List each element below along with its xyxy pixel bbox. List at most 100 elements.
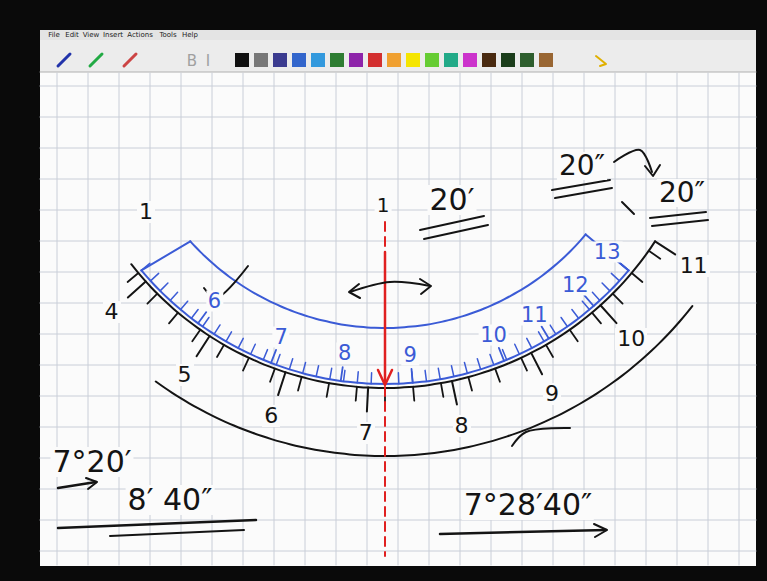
color-swatch bbox=[482, 53, 496, 67]
main-tick bbox=[128, 273, 139, 282]
menu-text: B bbox=[185, 54, 199, 69]
grid-line bbox=[336, 73, 337, 565]
main-tick bbox=[600, 305, 616, 323]
arrowhead bbox=[594, 524, 607, 537]
scale-number: 4 bbox=[103, 301, 121, 323]
vernier-number: 12 bbox=[560, 274, 591, 295]
underline bbox=[555, 188, 612, 198]
vernier-number: 13 bbox=[592, 242, 623, 263]
grid-line bbox=[305, 73, 306, 565]
main-tick bbox=[495, 369, 500, 382]
main-tick bbox=[632, 273, 643, 282]
index-line bbox=[384, 222, 386, 556]
main-tick bbox=[531, 353, 542, 374]
index-arrow bbox=[384, 252, 387, 384]
vernier-tick bbox=[602, 283, 610, 291]
underline bbox=[58, 520, 256, 528]
grid-line bbox=[40, 334, 756, 335]
vernier-tick bbox=[251, 344, 256, 354]
grid-line bbox=[243, 73, 244, 565]
page-area bbox=[40, 30, 756, 566]
vernier-tick bbox=[181, 301, 188, 309]
vernier-outer-arc bbox=[190, 234, 585, 328]
vernier-number: 9 bbox=[402, 344, 419, 365]
vernier-tick bbox=[370, 373, 372, 384]
pen-icon bbox=[90, 54, 102, 66]
vernier-tick bbox=[160, 283, 168, 291]
color-swatch bbox=[425, 53, 439, 67]
grid-line bbox=[40, 179, 756, 180]
vernier-tick bbox=[343, 370, 344, 381]
color-swatch bbox=[463, 53, 477, 67]
color-swatch bbox=[520, 53, 534, 67]
handwritten-note: 7°20′ bbox=[50, 447, 133, 477]
vernier-number: 10 bbox=[478, 324, 509, 345]
vernier-tick bbox=[303, 363, 306, 374]
color-swatch bbox=[311, 53, 325, 67]
vernier-tick bbox=[527, 338, 532, 348]
grid-line bbox=[57, 73, 58, 565]
vernier-tick bbox=[425, 370, 426, 381]
grid-line bbox=[274, 73, 275, 565]
vernier-tick bbox=[141, 263, 149, 270]
grid-line bbox=[40, 148, 756, 149]
color-swatch bbox=[349, 53, 363, 67]
grid-line bbox=[40, 365, 756, 366]
vernier-end bbox=[141, 241, 190, 270]
vernier-tick bbox=[238, 338, 243, 348]
vernier-tick bbox=[499, 348, 504, 361]
grid-line bbox=[40, 117, 756, 118]
vernier-number: 11 bbox=[519, 304, 550, 325]
menu-text: Actions bbox=[125, 32, 155, 39]
handwritten-note: 8′ 40″ bbox=[126, 485, 215, 515]
menu-text: File bbox=[46, 32, 62, 39]
main-tick bbox=[169, 313, 178, 324]
color-swatch bbox=[254, 53, 268, 67]
main-tick bbox=[468, 377, 472, 391]
scale-number: 10 bbox=[615, 328, 647, 350]
scale-number: 9 bbox=[543, 383, 561, 405]
handwritten-note: 20″ bbox=[657, 179, 707, 207]
toolbar-border bbox=[40, 72, 756, 73]
main-tick bbox=[546, 345, 553, 357]
grid-line bbox=[88, 73, 89, 565]
underline bbox=[110, 530, 244, 536]
vernier-tick bbox=[572, 310, 579, 319]
vernier-tick bbox=[451, 366, 453, 377]
eraser-icon bbox=[124, 54, 136, 66]
vernier-tick bbox=[398, 373, 400, 384]
scale-number: 5 bbox=[176, 364, 194, 386]
grid-line bbox=[40, 427, 756, 428]
grid-line bbox=[40, 272, 756, 273]
menu-text: Edit bbox=[63, 32, 81, 39]
grid-line bbox=[40, 551, 756, 552]
menu-text: Insert bbox=[101, 32, 125, 39]
underline-arrow bbox=[440, 530, 606, 534]
main-tick bbox=[613, 294, 623, 304]
color-swatch bbox=[387, 53, 401, 67]
vernier-tick bbox=[411, 369, 412, 383]
color-swatch bbox=[539, 53, 553, 67]
grid-line bbox=[739, 73, 740, 565]
vernier-end bbox=[586, 234, 629, 270]
main-tick bbox=[441, 383, 443, 397]
main-tick bbox=[356, 387, 357, 401]
menu-text: Help bbox=[180, 32, 200, 39]
grid-line bbox=[398, 73, 399, 565]
menu-text: View bbox=[81, 32, 102, 39]
vernier-tick bbox=[330, 368, 332, 379]
vernier-tick bbox=[561, 317, 567, 326]
color-swatch bbox=[292, 53, 306, 67]
main-tick bbox=[197, 336, 210, 356]
bracket-mark bbox=[512, 428, 570, 446]
menu-text: Tools bbox=[157, 32, 178, 39]
color-swatch bbox=[235, 53, 249, 67]
vernier-tick bbox=[316, 366, 318, 377]
color-swatch bbox=[406, 53, 420, 67]
vernier-tick bbox=[191, 310, 198, 319]
index-arrowhead bbox=[378, 370, 392, 385]
color-swatch bbox=[444, 53, 458, 67]
vernier-tick bbox=[584, 295, 593, 306]
grid-line bbox=[646, 73, 647, 565]
